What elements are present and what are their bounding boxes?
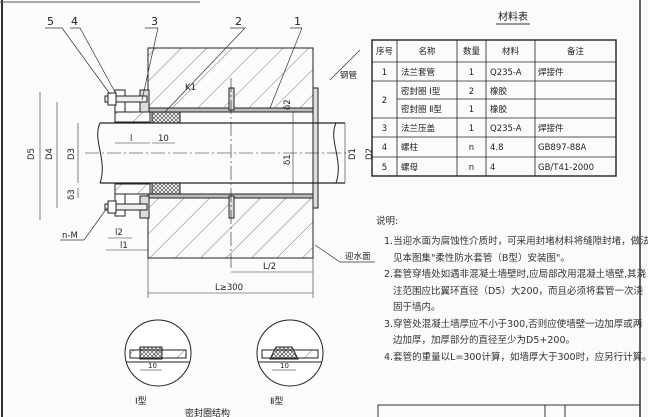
label-k1: K1 [185, 83, 196, 93]
callout-2: 2 [235, 15, 242, 28]
table-cell-material: 4 [490, 163, 495, 173]
note-line: 2.套管穿墙处如遇非混凝土墙壁时,应局部改用混凝土墙壁,其浇 [384, 269, 647, 280]
label-l: l [130, 134, 132, 144]
detail-type-1: 10 Ⅰ型 [124, 319, 192, 407]
label-d3: D3 [67, 148, 77, 160]
table-cell-name: 螺母 [401, 162, 418, 173]
table-header: 序号 [376, 46, 393, 57]
table-cell-material: Q235-A [490, 124, 522, 134]
table-cell-qty: 1 [469, 68, 474, 78]
note-line: 1.当迎水面为腐蚀性介质时，可采用封堵材料将缝隙封堵，做法 [384, 236, 648, 247]
sealing-ring [151, 111, 181, 195]
table-title: 材料表 [498, 10, 528, 23]
callout-3: 3 [151, 15, 158, 28]
table-header: 数量 [463, 46, 481, 57]
label-delta3: δ3 [67, 189, 77, 200]
table-cell-note: GB/T41-2000 [538, 163, 594, 173]
label-l1: l1 [120, 241, 128, 251]
callout-4: 4 [71, 15, 78, 28]
callout-1: 1 [294, 15, 301, 28]
steel-pipe [85, 78, 350, 270]
table-cell-qty: 1 [469, 105, 474, 115]
table-cell-no: 4 [382, 143, 387, 153]
detail-1-dim: 10 [148, 362, 157, 370]
detail-2-dim: 10 [280, 362, 289, 370]
part-callouts: 5 4 3 2 1 [47, 15, 301, 28]
table-cell-no: 5 [382, 163, 387, 173]
label-steel-pipe: 钢管 [340, 70, 357, 81]
label-d4: D4 [45, 148, 55, 160]
label-delta1: δ1 [283, 154, 293, 165]
dimension-labels: D5 D4 D3 δ3 δ1 δ2 K1 D1 D2 l 10 l2 l1 n-… [27, 70, 375, 293]
flange-gland [104, 89, 151, 217]
table-cell-name: 法兰套管 [401, 67, 435, 78]
label-length: L≥300 [215, 283, 243, 293]
callout-5: 5 [47, 15, 54, 28]
table-cell-qty: n [469, 143, 474, 153]
note-line: 固于墙内。 [384, 302, 441, 313]
detail-caption: 密封圈结构 [185, 407, 230, 417]
table-cell-no: 2 [382, 96, 387, 106]
callout-leaders [45, 27, 375, 263]
dimension-lines [39, 92, 346, 298]
table-cell-name: 密封圈 Ⅰ型 [401, 86, 441, 97]
table-cell-material: 4.8 [490, 143, 504, 153]
note-line: 见本图集"柔性防水套管（B型）安装图"。 [384, 252, 570, 264]
table-cell-name: 法兰压盖 [401, 123, 436, 134]
table-cell-name: 螺柱 [401, 142, 419, 153]
note-line: 3.穿管处混凝土墙厚应不小于300,否则应使墙壁一边加厚或两 [384, 318, 643, 330]
label-d1: D1 [348, 148, 358, 160]
table-cell-no: 1 [382, 68, 387, 78]
table-cell-note: 焊接件 [538, 123, 564, 134]
table-header: 名称 [418, 46, 436, 57]
table-cell-material: 橡胶 [490, 104, 508, 115]
label-b: 10 [158, 134, 169, 144]
label-l2: l2 [115, 228, 123, 238]
note-line: 注范围应比翼环直径（D5）大200，而且必须将套管一次浇 [384, 285, 644, 297]
notes-heading: 说明: [376, 216, 399, 227]
table-cell-name: 密封圈 Ⅱ型 [401, 104, 442, 115]
table-cell-note: 焊接件 [538, 67, 564, 78]
table-cell-material: 橡胶 [490, 86, 508, 97]
notes-list: 1.当迎水面为腐蚀性介质时，可采用封堵材料将缝隙封堵，做法 见本图集"柔性防水套… [384, 234, 648, 366]
detail-1-label: Ⅰ型 [135, 396, 147, 407]
label-half-length: L/2 [263, 262, 276, 272]
label-delta2: δ2 [283, 99, 293, 110]
title-block [377, 404, 641, 417]
table-cell-qty: n [469, 163, 474, 173]
label-d5: D5 [27, 148, 37, 160]
table-cell-qty: 2 [469, 87, 474, 97]
table-cell-no: 3 [382, 124, 387, 134]
label-water-face: 迎水面 [345, 251, 371, 262]
label-bolt-spec: n-M [62, 231, 78, 241]
note-line: 边加厚，加厚部分的直径至少为D5+200。 [384, 335, 576, 346]
detail-2-label: Ⅱ型 [270, 396, 283, 407]
table-header: 材料 [502, 46, 520, 57]
note-line: 4.套管的重量以L=300计算，如墙厚大于300时，应另行计算。 [384, 351, 648, 363]
detail-type-2: 10 Ⅱ型 [256, 319, 324, 407]
label-d2: D2 [365, 148, 375, 160]
table-cell-qty: 1 [469, 124, 474, 134]
table-header: 备注 [567, 46, 585, 57]
table-cell-material: Q235-A [490, 68, 522, 78]
table-cell-note: GB897-88A [538, 143, 587, 153]
